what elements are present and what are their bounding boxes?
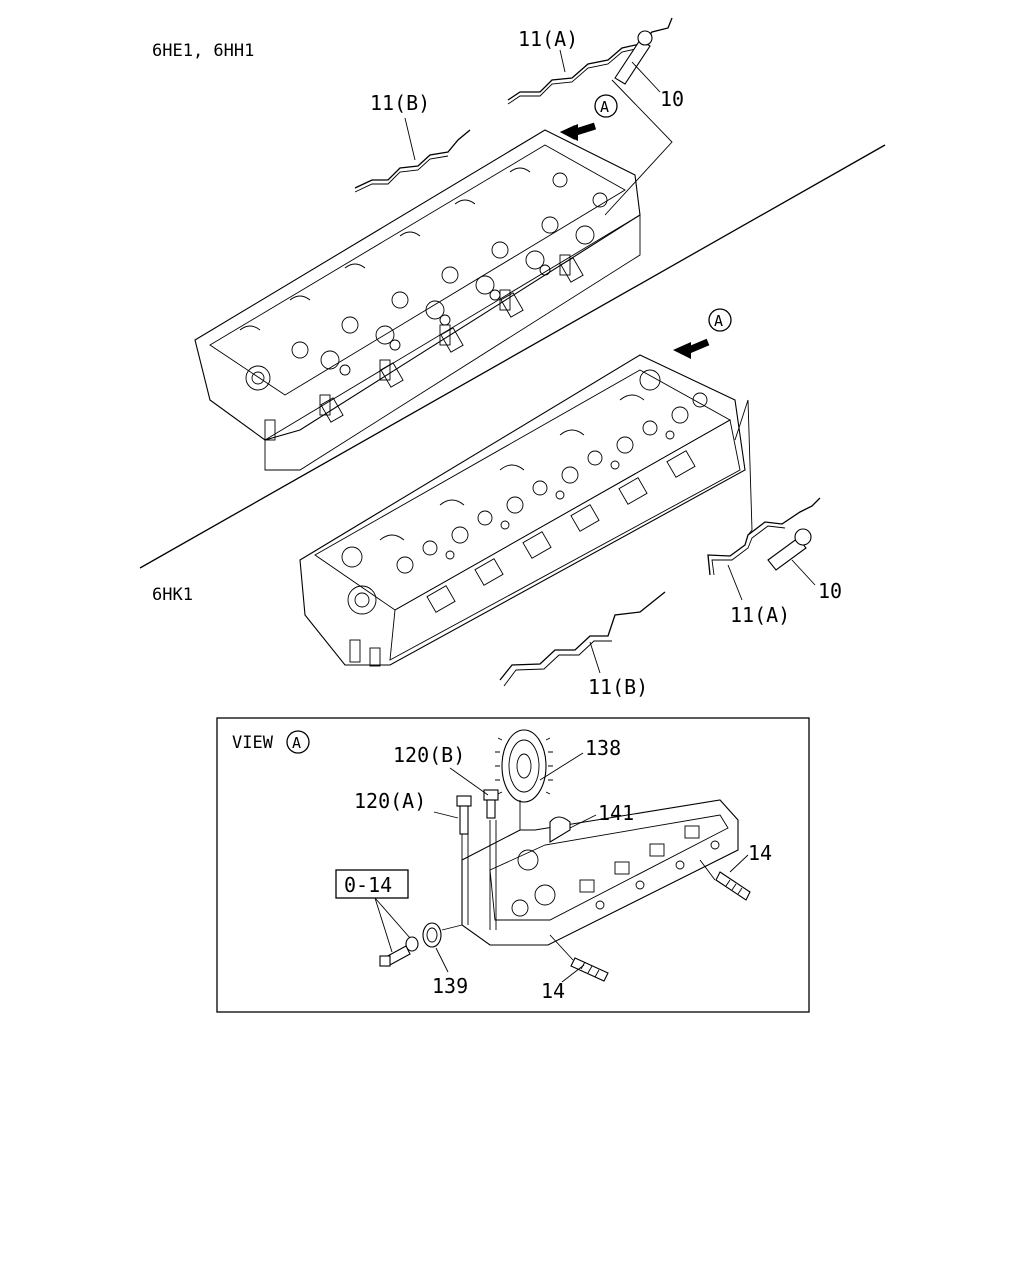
cylinder-head-lower	[299, 354, 746, 667]
fuel-pipe-11a-upper	[507, 17, 673, 101]
callout-11b-upper: 11(B)	[370, 91, 430, 115]
cylinder-head-end-view	[461, 799, 739, 946]
callout-138: 138	[585, 736, 621, 760]
kit-reference-0-14: 0-14	[335, 869, 411, 953]
svg-text:A: A	[600, 98, 609, 116]
callout-139: 139	[432, 974, 468, 998]
fuel-pipe-11b-upper	[354, 129, 471, 189]
view-arrow-lower	[687, 338, 710, 354]
callout-10-lower: 10	[818, 579, 842, 603]
callout-120a: 120(A)	[354, 789, 426, 813]
fuel-pipe-11b-lower	[499, 591, 666, 681]
fuel-pipe-11a-lower	[707, 497, 821, 576]
cylinder-head-upper	[194, 129, 641, 471]
view-a-title: VIEW	[232, 733, 274, 753]
svg-text:0-14: 0-14	[344, 873, 392, 897]
section-divider	[139, 144, 886, 569]
callout-11a-upper: 11(A)	[518, 27, 578, 51]
gear-138	[495, 729, 553, 803]
bolt-washer-0-14	[379, 936, 419, 967]
callout-120b: 120(B)	[393, 743, 465, 767]
view-a-detail-box	[216, 717, 810, 1013]
nozzle-holder-lower	[767, 528, 812, 571]
view-a-title-marker: A	[286, 730, 310, 754]
model-label-lower: 6HK1	[152, 585, 193, 605]
plug-139	[422, 922, 442, 948]
svg-text:A: A	[714, 312, 723, 330]
nozzle-holder-upper	[614, 30, 653, 85]
view-a-marker-lower: A	[708, 308, 732, 332]
model-label-upper: 6HE1, 6HH1	[152, 41, 254, 61]
key-141	[549, 816, 571, 843]
callout-11a-lower: 11(A)	[730, 603, 790, 627]
callout-10-upper: 10	[660, 87, 684, 111]
callout-11b-lower: 11(B)	[588, 675, 648, 699]
svg-text:A: A	[292, 734, 301, 752]
view-a-marker-upper: A	[594, 94, 618, 118]
stud-14-bottom	[570, 957, 609, 982]
stud-14-right	[715, 871, 751, 901]
bolt-120b	[483, 789, 499, 819]
callout-14-bottom: 14	[541, 979, 565, 1003]
callout-141: 141	[598, 801, 634, 825]
callout-14-right: 14	[748, 841, 772, 865]
bolt-120a	[456, 795, 472, 835]
